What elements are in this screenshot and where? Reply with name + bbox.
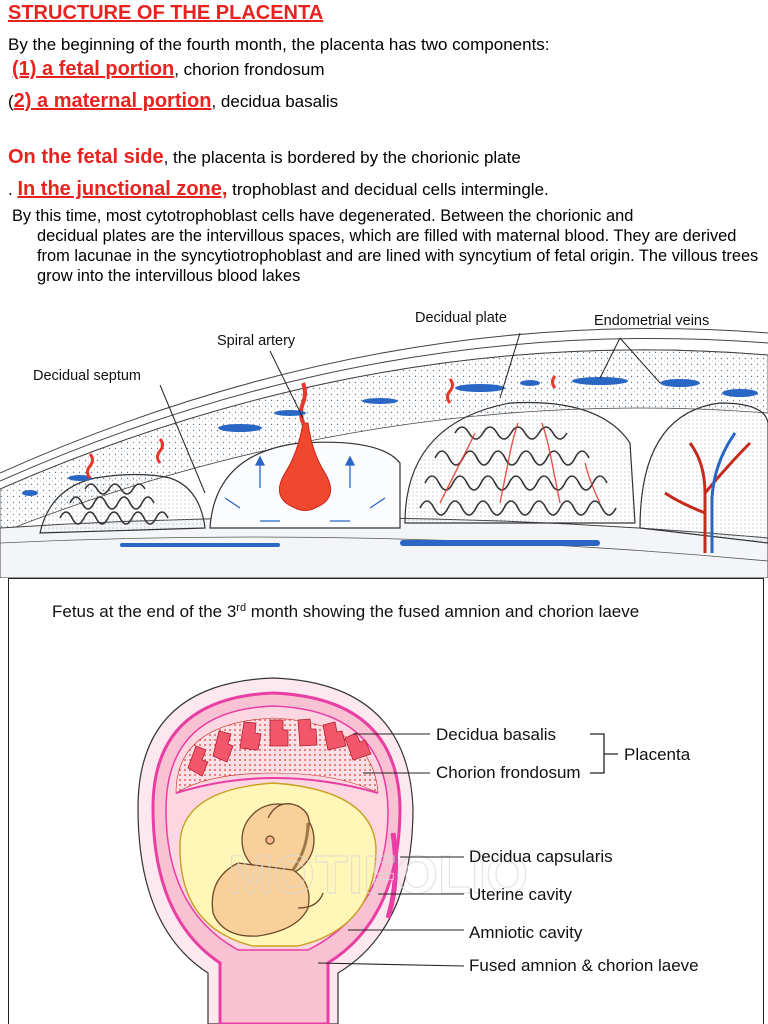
caption-superscript: rd — [236, 602, 246, 614]
decidual-septum-label: Decidual septum — [33, 368, 141, 384]
placenta-label: Placenta — [624, 745, 691, 764]
fetal-side-line: On the fetal side, the placenta is borde… — [8, 146, 521, 169]
fetal-side-label: On the fetal side — [8, 146, 164, 168]
junctional-prefix: . — [8, 180, 18, 199]
decidua-basalis-label: Decidua basalis — [436, 725, 556, 744]
spiral-artery-label: Spiral artery — [217, 333, 296, 349]
amniotic-cavity-label: Amniotic cavity — [469, 923, 583, 942]
decidual-plate-label: Decidual plate — [415, 310, 507, 326]
component-2-line: (2) a maternal portion, decidua basalis — [8, 90, 338, 113]
component-2-prefix: ( — [8, 92, 14, 111]
paragraph-first-line: By this time, most cytotrophoblast cells… — [12, 207, 634, 225]
page-title: STRUCTURE OF THE PLACENTA — [8, 2, 324, 24]
maternal-portion-label: 2) a maternal portion — [13, 90, 212, 112]
chorion-frondosum-label: Chorion frondosum — [436, 763, 581, 782]
junctional-line: . In the junctional zone, trophoblast an… — [8, 178, 549, 201]
component-1-line: (1) a fetal portion, chorion frondosum — [12, 58, 324, 81]
junctional-desc: trophoblast and decidual cells interming… — [227, 180, 549, 199]
intro-line: By the beginning of the fourth month, th… — [8, 35, 550, 55]
caption-after: month showing the fused amnion and chori… — [246, 602, 639, 621]
placenta-structure-figure: Spiral artery Decidual septum Decidual p… — [0, 303, 768, 578]
fetal-portion-desc: , chorion frondosum — [174, 60, 325, 79]
fetal-portion-label: (1) a fetal portion — [12, 58, 175, 80]
maternal-portion-desc: , decidua basalis — [211, 92, 339, 111]
uterine-cavity-label: Uterine cavity — [469, 885, 572, 904]
fetal-side-desc: , the placenta is bordered by the chorio… — [163, 148, 521, 167]
fused-amnion-label: Fused amnion & chorion laeve — [469, 956, 699, 975]
endometrial-veins-label: Endometrial veins — [594, 313, 709, 329]
fetus-figure-frame — [8, 578, 764, 1024]
caption-before: Fetus at the end of the 3 — [52, 602, 236, 621]
decidua-capsularis-label: Decidua capsularis — [469, 847, 613, 866]
junctional-label: In the junctional zone, — [17, 178, 228, 200]
watermark-text: MOTIFOLIO — [228, 845, 528, 905]
figure-caption: Fetus at the end of the 3rd month showin… — [52, 602, 639, 621]
paragraph-rest: decidual plates are the intervillous spa… — [37, 227, 759, 285]
intro-text: By the beginning of the fourth month, th… — [8, 35, 550, 54]
fetus-membranes-figure: Fetus at the end of the 3rd month showin… — [52, 602, 699, 1024]
description-paragraph: By this time, most cytotrophoblast cells… — [12, 206, 764, 286]
